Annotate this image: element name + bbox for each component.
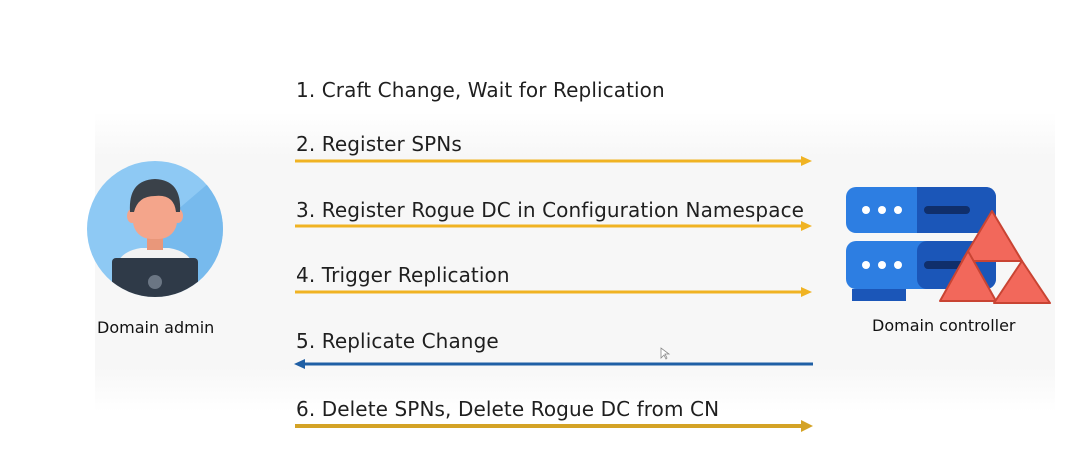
domain-admin-label: Domain admin <box>97 318 215 337</box>
step-4-arrow <box>295 287 812 297</box>
step-6-arrow <box>295 420 813 432</box>
mouse-cursor-icon <box>660 347 671 360</box>
step-6-label: 6. Delete SPNs, Delete Rogue DC from CN <box>296 397 720 421</box>
step-4-label: 4. Trigger Replication <box>296 263 510 287</box>
server-with-warning-icon <box>846 187 1051 304</box>
step-3-label: 3. Register Rogue DC in Configuration Na… <box>296 198 805 222</box>
step-5-label: 5. Replicate Change <box>296 329 499 353</box>
step-2-label: 2. Register SPNs <box>296 132 462 156</box>
domain-controller-label: Domain controller <box>872 316 1016 335</box>
step-5-arrow <box>294 359 813 369</box>
step-2-arrow <box>295 156 812 166</box>
user-with-laptop-icon <box>87 161 223 297</box>
step-3-arrow <box>295 221 812 231</box>
step-1-label: 1. Craft Change, Wait for Replication <box>296 78 665 102</box>
